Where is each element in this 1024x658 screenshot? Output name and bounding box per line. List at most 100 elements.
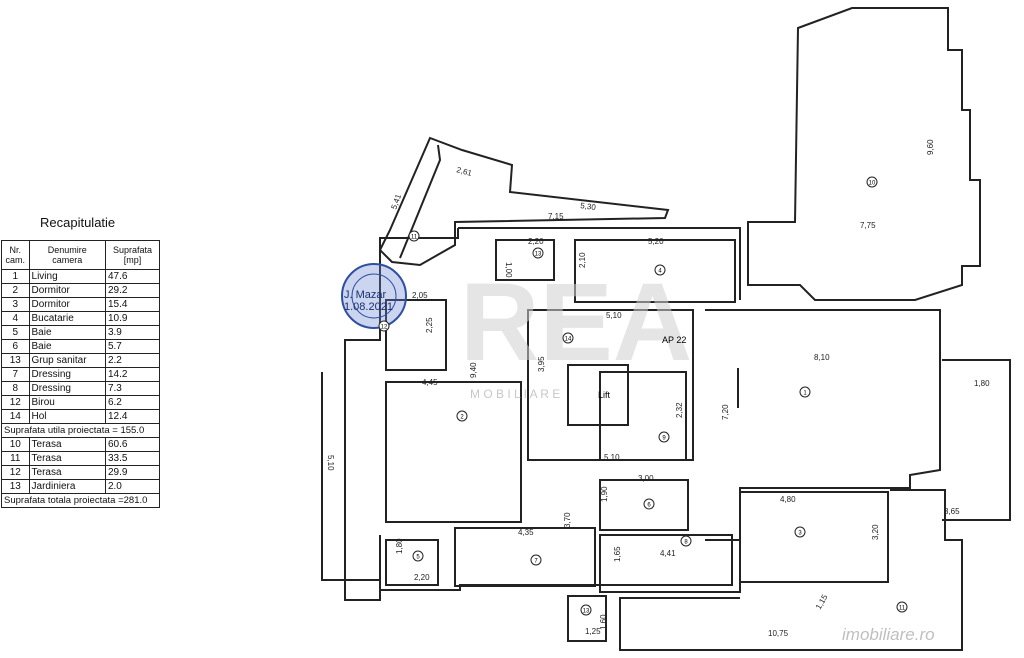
room-marker-number: 12 (381, 325, 388, 331)
room-4-wall (574, 239, 736, 303)
dimension-label: 5,30 (580, 201, 597, 212)
dimension-label: 1,15 (814, 593, 830, 611)
dimension-label: 2,25 (425, 317, 434, 333)
room-marker-circle (412, 550, 424, 562)
room-marker: 4 (654, 264, 666, 276)
stamp: J. Mazar 1.08.2021 (341, 263, 407, 329)
room-marker-circle (580, 604, 592, 616)
room-marker-circle (643, 498, 655, 510)
terrace-10-outline (747, 7, 981, 301)
dimension-label: 1,65 (613, 546, 622, 562)
dimension-label: 1,90 (600, 486, 609, 502)
room-marker-number: 9 (662, 436, 666, 442)
dimension-label: 2,32 (675, 402, 684, 418)
room-marker-number: 10 (869, 181, 876, 187)
dimension-label: 7,75 (860, 221, 876, 230)
dimension-label: 3,20 (871, 524, 880, 540)
stamp-outer-ring (341, 263, 407, 329)
dimension-label: 9,40 (469, 362, 478, 378)
grand-total: Suprafata totala proiectata =281.0 (1, 493, 160, 508)
outer-wall-left (344, 228, 459, 601)
room-marker: 3 (794, 526, 806, 538)
room-marker-number: 1 (803, 391, 807, 397)
room-marker: 6 (643, 498, 655, 510)
room-area: 33.5 (104, 451, 161, 466)
dimension-label: 5,20 (648, 237, 664, 246)
stairwell (599, 371, 687, 461)
room-marker: 12 (378, 320, 390, 332)
room-marker-circle (794, 526, 806, 538)
room-marker-circle (456, 410, 468, 422)
dimension-label: 4,45 (422, 378, 438, 387)
room-marker-number: 13 (583, 609, 590, 615)
dimension-label: 2,61 (455, 165, 473, 178)
terrace-12-inner (321, 372, 380, 581)
terrace-11-inner (399, 144, 442, 259)
dimension-label: 3,95 (537, 356, 546, 372)
room-marker-number: 14 (565, 337, 572, 343)
dimension-label: 4,80 (780, 495, 796, 504)
dimension-label: 3,70 (563, 512, 572, 528)
room-marker: 1 (799, 386, 811, 398)
room-marker: 9 (658, 431, 670, 443)
room-marker: 13 (580, 604, 592, 616)
room-marker-circle (866, 176, 878, 188)
room-marker: 5 (412, 550, 424, 562)
room-marker-number: 6 (647, 503, 651, 509)
room-8-wall (599, 534, 733, 586)
dimension-label: 7,20 (721, 404, 730, 420)
room-13b-wall (495, 239, 555, 281)
grand-total-row: Suprafata totala proiectata =281.0 (1, 493, 160, 508)
room-3-wall (739, 491, 889, 583)
terrace-11b-outline (619, 489, 963, 651)
dimension-label: 3,65 (944, 507, 960, 516)
site-watermark: imobiliare.ro (842, 625, 935, 644)
dimension-label: 4,41 (660, 549, 676, 558)
room-13c-wall (567, 595, 607, 642)
dimension-label: 2,20 (414, 573, 430, 582)
room-marker-circle (532, 247, 544, 259)
dimension-label: 7,15 (548, 212, 564, 221)
room-7-wall (454, 527, 596, 587)
outer-wall-main (458, 227, 741, 300)
stamp-line-1: J. Mazar (344, 289, 387, 301)
room-marker-circle (562, 332, 574, 344)
room-marker-number: 11 (899, 606, 906, 612)
room-marker: 2 (456, 410, 468, 422)
dimension-label: 2,20 (528, 237, 544, 246)
dimension-label: 10,75 (768, 629, 789, 638)
dimension-label: 1,80 (395, 538, 404, 554)
terrace-12b-outline (942, 359, 1011, 521)
dimension-label: 1,25 (585, 627, 601, 636)
room-area: 15.4 (104, 297, 161, 312)
summary-table: Nr. cam. Denumire camera Suprafata [mp] … (1, 240, 161, 508)
room-5-wall (385, 539, 439, 586)
room-marker-number: 11 (411, 235, 418, 241)
room-marker-number: 3 (798, 531, 802, 537)
room-marker: 7 (530, 554, 542, 566)
stamp-line-2: 1.08.2021 (344, 301, 393, 313)
dimension-label: 5,10 (606, 311, 622, 320)
lift-shaft (567, 364, 629, 426)
room-marker-number: 8 (684, 540, 688, 546)
watermark-subtitle: M O B I L I A R E (470, 387, 560, 401)
room-marker-number: 4 (658, 269, 662, 275)
header-name: Denumire camera (28, 240, 106, 270)
stamp-inner-ring (351, 273, 397, 319)
room-6-wall (599, 479, 689, 531)
room-marker-circle (658, 431, 670, 443)
dimension-label: 2,05 (412, 291, 428, 300)
walls (321, 7, 1011, 651)
room-2-wall (385, 381, 522, 523)
room-marker: 14 (562, 332, 574, 344)
